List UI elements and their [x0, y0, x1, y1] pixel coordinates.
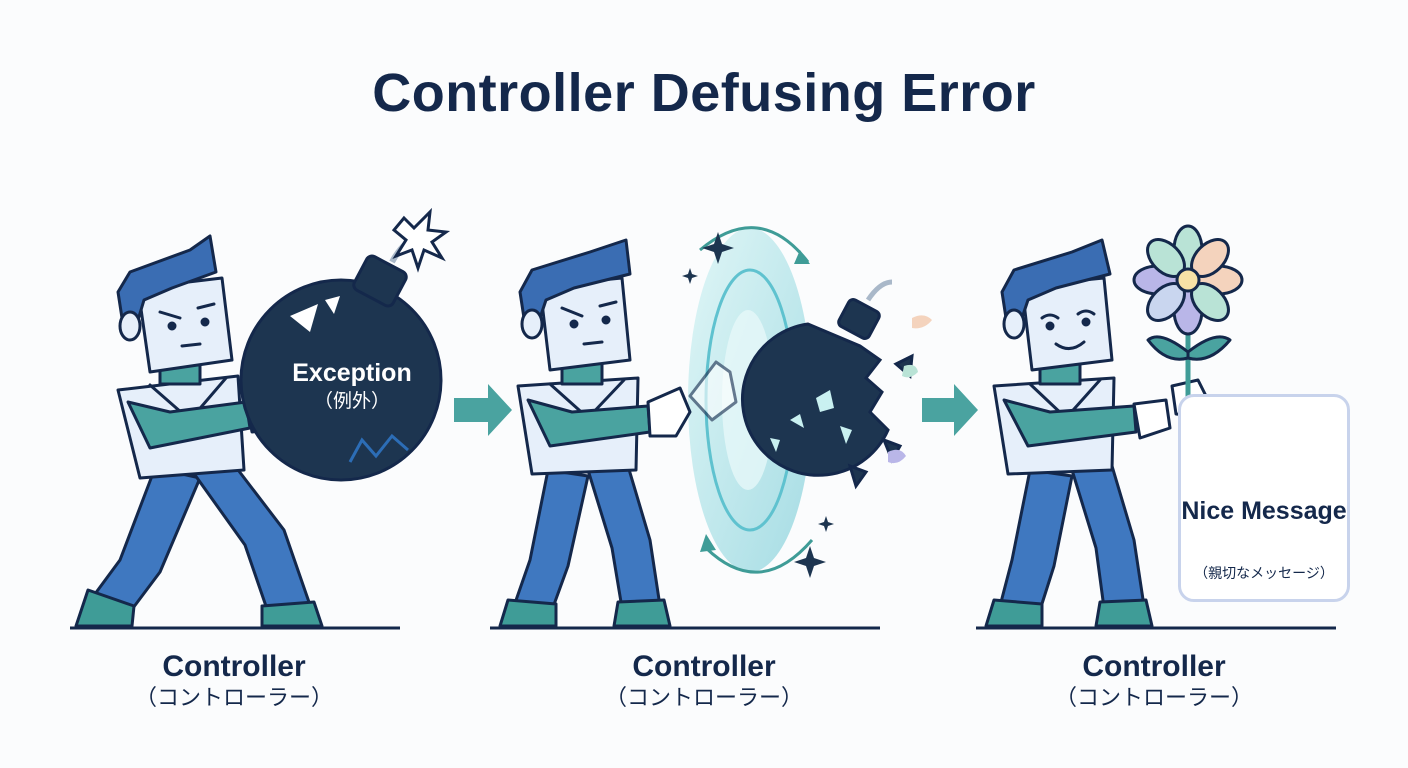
caption-panel-3: Controller （コントローラー）: [994, 650, 1314, 714]
caption-ja: （コントローラー）: [1054, 686, 1253, 711]
caption-en: Controller: [632, 650, 776, 683]
caption-en: Controller: [1082, 650, 1226, 683]
nice-message-label-ja: （親切なメッセージ）: [1194, 566, 1334, 582]
flower-icon: [1132, 224, 1244, 442]
shattered-bomb-icon: [740, 279, 932, 490]
exception-label-ja: （例外）: [313, 390, 390, 412]
caption-panel-2: Controller （コントローラー）: [544, 650, 864, 714]
controller-figure-2: [498, 238, 738, 628]
controller-figure-3: [984, 238, 1210, 628]
arrow-icon: [454, 384, 512, 436]
page-title: Controller Defusing Error: [372, 63, 1036, 123]
bomb-icon: [239, 207, 451, 482]
arrow-icon: [922, 384, 978, 436]
sparkle-icon: [682, 232, 834, 578]
caption-ja: （コントローラー）: [604, 686, 803, 711]
caption-ja: （コントローラー）: [134, 686, 333, 711]
caption-panel-1: Controller （コントローラー）: [74, 650, 394, 714]
caption-en: Controller: [162, 650, 306, 683]
nice-message-label-en: Nice Message: [1181, 497, 1347, 525]
exception-label: Exception （例外）: [262, 358, 442, 414]
nice-message-card: Nice Message （親切なメッセージ）: [1178, 394, 1350, 602]
exception-label-en: Exception: [292, 359, 412, 387]
